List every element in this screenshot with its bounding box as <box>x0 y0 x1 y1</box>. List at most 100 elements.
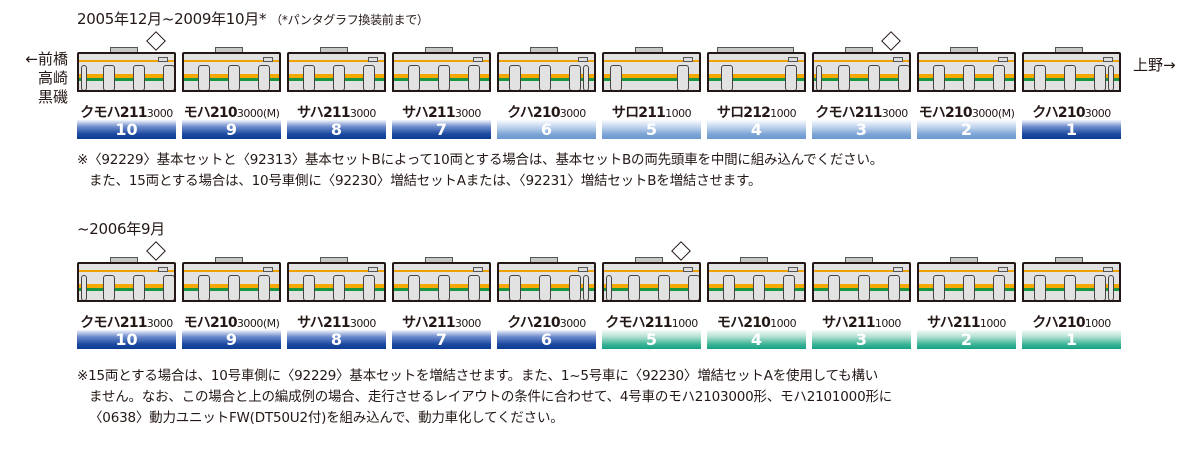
green-stripe <box>604 78 699 81</box>
note-a-1: ※〈92229〉基本セットと〈92313〉基本セットBによって10両とする場合は… <box>77 152 884 168</box>
car-body <box>602 52 701 92</box>
window-icon <box>788 267 798 272</box>
car-number-badge: 8 <box>287 330 386 349</box>
orange-line <box>604 270 699 272</box>
formation-a-notes: ※〈92229〉基本セットと〈92313〉基本セットBによって10両とする場合は… <box>77 150 883 192</box>
door-icon <box>1034 65 1046 90</box>
car-body <box>182 262 281 302</box>
car-body <box>1022 262 1121 302</box>
orange-line <box>919 60 1014 62</box>
note-b-3: 〈0638〉動力ユニットFW(DT50U2付)を組み込んで、動力車化してください… <box>89 410 564 426</box>
door-icon <box>228 275 240 300</box>
door-icon <box>1064 65 1076 90</box>
car-type: サハ211 <box>927 315 980 331</box>
car-label: モハ2101000 <box>705 312 808 332</box>
formation-a-period: 2005年12月~2009年10月* <box>77 10 267 28</box>
orange-line <box>919 270 1014 272</box>
door-icon <box>677 65 689 90</box>
door-icon <box>408 275 420 300</box>
note-b-1: ※15両とする場合は、10号車側に〈92229〉基本セットを増結させます。また、… <box>77 368 879 384</box>
roof-equipment-icon <box>740 257 768 263</box>
car-type: サハ211 <box>822 315 875 331</box>
door-icon <box>509 65 521 90</box>
green-stripe <box>709 78 804 81</box>
car-2: モハ2103000(M)2 <box>917 47 1016 147</box>
window-icon <box>473 57 483 62</box>
roof-equipment-icon <box>320 257 348 263</box>
door-icon <box>303 275 315 300</box>
cab-door-icon <box>583 65 589 90</box>
window-icon <box>893 57 903 62</box>
door-icon <box>828 275 840 300</box>
car-series: 3000 <box>559 317 587 330</box>
roof-equipment-icon <box>110 257 138 263</box>
window-icon <box>1103 267 1113 272</box>
car-number-badge: 9 <box>182 330 281 349</box>
door-icon <box>468 65 480 90</box>
window-icon <box>1103 57 1113 62</box>
car-suffix: (M) <box>262 317 280 330</box>
door-icon <box>898 65 909 90</box>
car-type: サハ211 <box>297 315 350 331</box>
orange-line <box>289 270 384 272</box>
car-series: 3000 <box>559 107 587 120</box>
door-icon <box>1064 275 1076 300</box>
cab-door-icon <box>583 275 589 300</box>
roof-equipment-icon <box>845 257 873 263</box>
car-number-badge: 6 <box>497 120 596 139</box>
car-label: クハ2101000 <box>1020 312 1123 332</box>
car-9: モハ2103000(M)9 <box>182 257 281 357</box>
door-icon <box>333 65 345 90</box>
note-a-2: また、15両とする場合は、10号車側に〈92230〉増結セットAまたは、〈922… <box>89 173 762 189</box>
door-icon <box>539 275 551 300</box>
door-icon <box>963 275 975 300</box>
car-series: 3000 <box>236 317 264 330</box>
car-label: クモハ2113000 <box>810 102 913 122</box>
car-number-badge: 7 <box>392 330 491 349</box>
orange-line <box>814 60 909 62</box>
roof-equipment-icon <box>845 47 873 53</box>
car-number-badge: 5 <box>602 330 701 349</box>
car-type: モハ210 <box>918 105 973 121</box>
green-stripe <box>604 288 699 291</box>
orange-line <box>1024 60 1119 62</box>
door-icon <box>963 65 975 90</box>
car-suffix: (M) <box>262 107 280 120</box>
car-number-badge: 10 <box>77 330 176 349</box>
car-number-badge: 2 <box>917 330 1016 349</box>
car-type: クモハ211 <box>605 315 672 331</box>
car-label: クモハ2113000 <box>75 102 178 122</box>
car-label: サハ2113000 <box>285 312 388 332</box>
orange-line <box>814 270 909 272</box>
door-icon <box>993 275 1005 300</box>
door-icon <box>783 275 795 300</box>
formation-a-title: 2005年12月~2009年10月*（*パンタグラフ換装前まで） <box>77 8 429 29</box>
car-body <box>812 262 911 302</box>
cab-door-icon <box>1108 65 1114 90</box>
roof-equipment-icon <box>1055 257 1083 263</box>
window-icon <box>263 57 273 62</box>
door-icon <box>628 275 640 300</box>
cab-door-icon <box>81 65 87 90</box>
car-number-badge: 9 <box>182 120 281 139</box>
orange-line <box>184 270 279 272</box>
direction-left: ←前橋 高崎 黒磯 <box>4 50 68 107</box>
roof-equipment-icon <box>215 47 243 53</box>
door-icon <box>1094 65 1106 90</box>
window-icon <box>368 267 378 272</box>
window-icon <box>788 57 798 62</box>
window-icon <box>263 267 273 272</box>
orange-line <box>79 60 174 62</box>
door-icon <box>228 65 240 90</box>
door-icon <box>1034 275 1046 300</box>
door-icon <box>103 275 115 300</box>
car-label: モハ2103000(M) <box>180 312 283 332</box>
pantograph-icon <box>146 31 166 51</box>
